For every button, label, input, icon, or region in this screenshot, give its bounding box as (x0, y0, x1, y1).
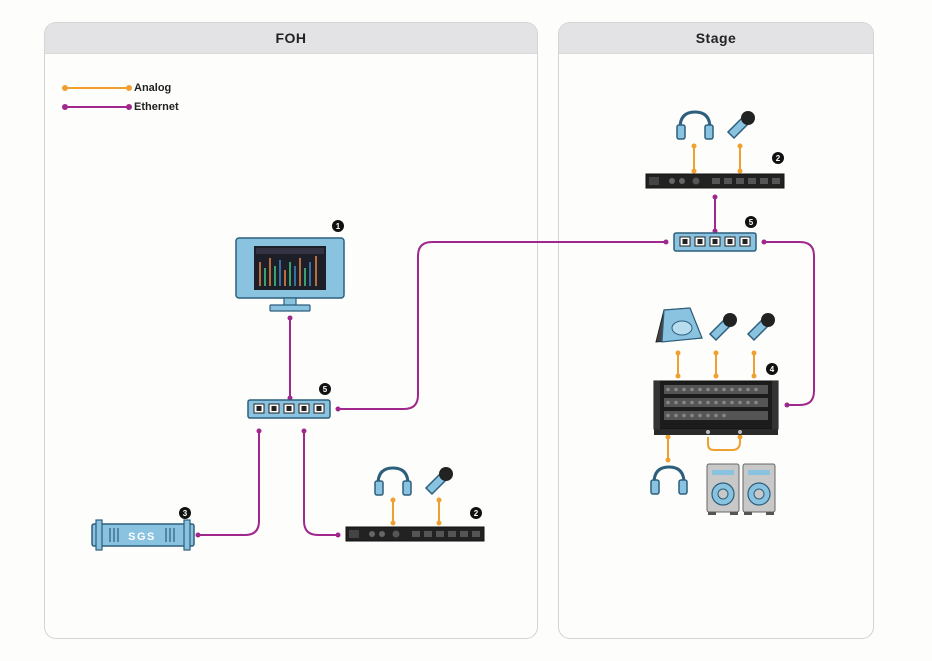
badge-foh-switch: 5 (319, 383, 331, 395)
stage-microphone-icon (727, 110, 756, 139)
cable-foh-switch-to-foh-stagebox (303, 431, 338, 536)
stage-microphone-a-icon (709, 312, 738, 341)
legend-analog: Analog (62, 78, 179, 97)
stage-stagebox-icon (645, 173, 785, 189)
foh-panel-title: FOH (45, 23, 537, 54)
monitor-icon (235, 237, 345, 312)
cable-foh-switch-to-stage-switch (338, 241, 666, 410)
stage-network-switch-icon (673, 232, 757, 252)
badge-stage-stagebox-text: 2 (776, 154, 781, 163)
foh-headphones-icon (373, 466, 413, 497)
legend-ethernet: Ethernet (62, 97, 179, 116)
badge-monitor: 1 (332, 220, 344, 232)
stage-microphone-b-icon (747, 312, 776, 341)
badge-monitor-text: 1 (336, 222, 341, 231)
analog-line-swatch (62, 84, 132, 91)
sgs-server-label: SGS (128, 531, 156, 543)
stage-panel-title: Stage (559, 23, 873, 54)
analog-rack-to-speakers (707, 437, 741, 451)
badge-stage-stagebox: 2 (772, 152, 784, 164)
foh-stagebox-icon (345, 526, 485, 542)
badge-foh-stagebox: 2 (470, 507, 482, 519)
badge-stage-rack: 4 (766, 363, 778, 375)
foh-network-switch-icon (247, 399, 331, 419)
talkback-console-icon (655, 307, 703, 343)
stage-io-rack-icon (653, 380, 779, 435)
legend: Analog Ethernet (62, 78, 179, 116)
ethernet-line-swatch (62, 103, 132, 110)
legend-analog-label: Analog (134, 81, 172, 94)
sgs-server-icon: SGS (91, 519, 195, 551)
badge-stage-switch: 5 (745, 216, 757, 228)
legend-ethernet-label: Ethernet (134, 100, 179, 113)
badge-foh-stagebox-text: 2 (474, 509, 479, 518)
stage-headphones-icon (675, 110, 715, 141)
speaker-left-icon (706, 463, 740, 515)
badge-server-text: 3 (183, 509, 188, 518)
cable-stage-switch-to-stage-rack (764, 241, 815, 406)
badge-stage-switch-text: 5 (749, 218, 754, 227)
badge-foh-switch-text: 5 (323, 385, 328, 394)
stage-monitor-headphones-icon (649, 465, 689, 496)
foh-microphone-icon (425, 466, 454, 495)
badge-server: 3 (179, 507, 191, 519)
badge-stage-rack-text: 4 (770, 365, 775, 374)
cable-foh-switch-to-server (198, 431, 260, 536)
speaker-right-icon (742, 463, 776, 515)
